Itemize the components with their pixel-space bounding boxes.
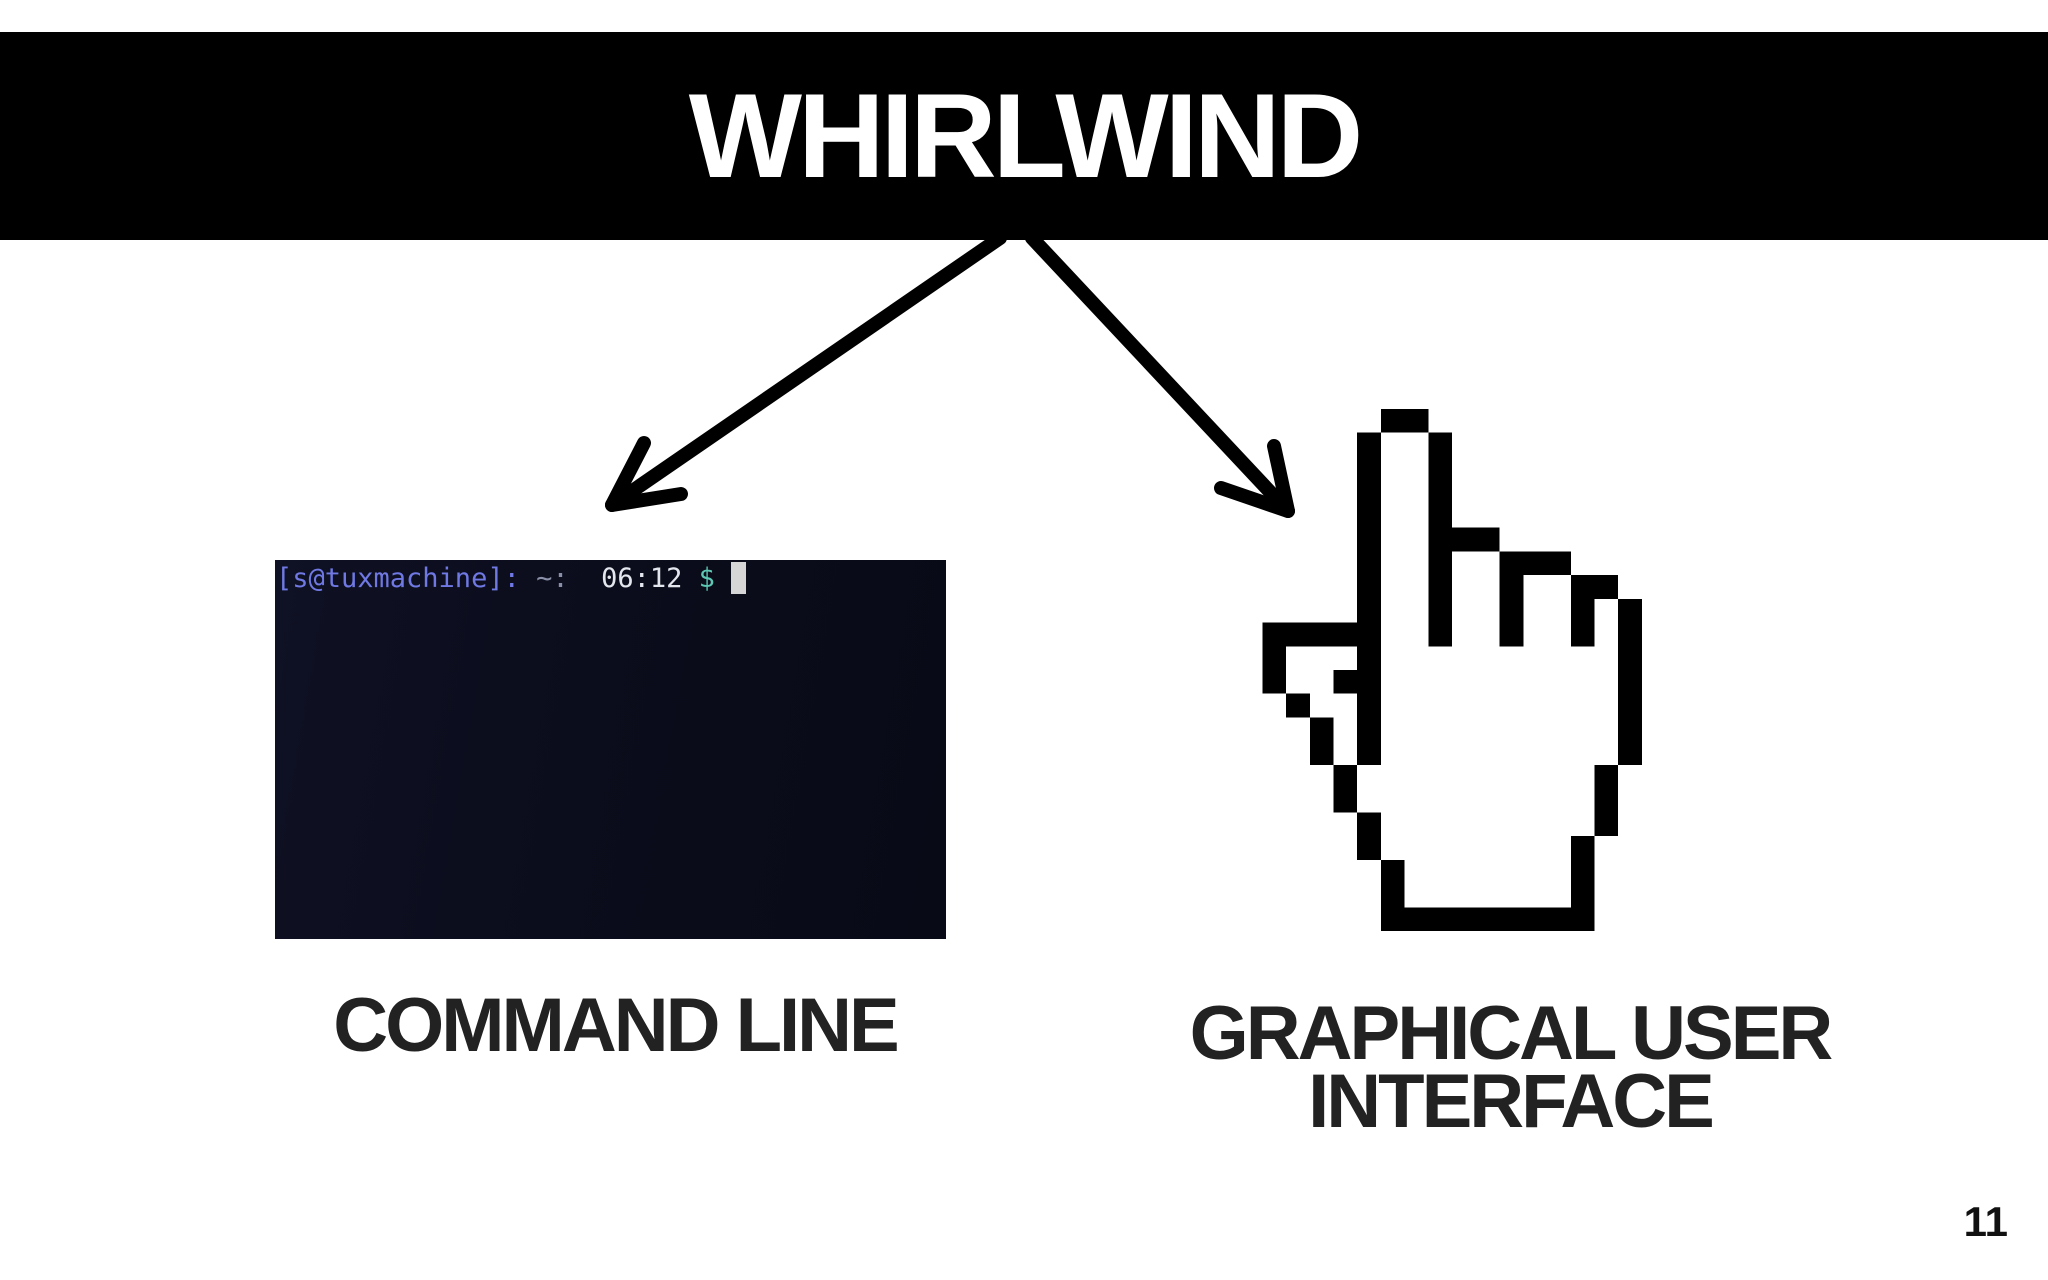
title-bar: WHIRLWIND <box>0 32 2048 240</box>
arrow-to-command-line <box>605 231 1007 512</box>
command-line-label: COMMAND LINE <box>333 983 900 1068</box>
gui-label: GRAPHICAL USER INTERFACE <box>1150 991 1870 1144</box>
page-number: 11 <box>1963 1198 2008 1245</box>
terminal-user-host: [s@tuxmachine]: <box>276 562 520 594</box>
terminal-window: [s@tuxmachine]: ~: 06:12 $ <box>275 560 946 939</box>
gui-label-line-1: GRAPHICAL USER <box>1189 991 1834 1076</box>
pointing-hand-cursor-icon <box>1262 409 1642 931</box>
terminal-time: 06:12 <box>568 562 683 594</box>
terminal-cursor <box>730 562 746 594</box>
slide-title: WHIRLWIND <box>688 69 1364 203</box>
terminal-prompt-line: [s@tuxmachine]: ~: 06:12 $ <box>275 560 746 596</box>
arrow-to-gui <box>1025 231 1295 518</box>
terminal-dollar: $ <box>682 562 715 594</box>
gui-label-line-2: INTERFACE <box>1308 1059 1715 1144</box>
terminal-path: ~: <box>519 562 569 594</box>
